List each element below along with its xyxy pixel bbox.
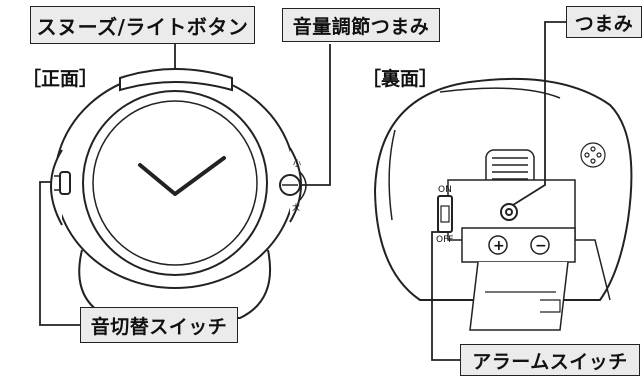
speaker-grill (485, 149, 535, 187)
callout-volume-knob: 音量調節つまみ (282, 8, 440, 42)
leader-lines (39, 21, 566, 361)
callout-alarm-switch: アラームスイッチ (460, 344, 640, 376)
back-clock (373, 77, 633, 331)
battery-plus-mark: + (493, 238, 505, 254)
callout-snooze-light-button: スヌーズ/ライトボタン (30, 6, 255, 44)
front-view-label: ［正面］ (22, 68, 99, 90)
battery-compartment (461, 227, 576, 263)
front-clock-face-outer (82, 90, 268, 276)
knob-shape (500, 203, 518, 221)
sound-switch-shape (59, 171, 71, 195)
snooze-button-shape (119, 68, 233, 92)
buzzer-holes (580, 142, 606, 168)
front-clock-left-side (50, 149, 63, 226)
clock-hands (138, 156, 226, 196)
dial-mark-large: 大 (292, 202, 300, 212)
front-clock-face-inner (92, 100, 258, 266)
dial-mark-small: 小 (293, 159, 301, 168)
back-view-label: ［裏面］ (362, 68, 439, 90)
back-clock-rim (388, 129, 396, 221)
switch-mark-on: ON (438, 185, 452, 195)
front-clock (50, 68, 307, 319)
battery-lid (469, 261, 569, 331)
battery-minus-mark: − (535, 238, 547, 254)
switch-mark-off: OFF (436, 235, 453, 245)
callout-sound-switch: 音切替スイッチ (80, 307, 238, 343)
callout-knob: つまみ (566, 6, 642, 38)
